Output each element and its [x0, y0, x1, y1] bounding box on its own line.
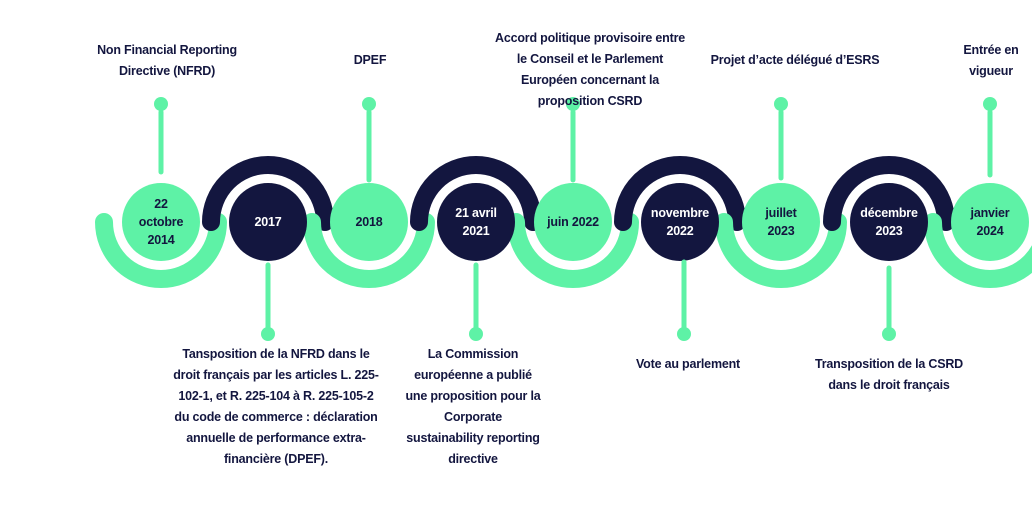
bottom-connector-dot-2: [677, 327, 691, 341]
top-label-esrs: Projet d’acte délégué d’ESRS: [710, 53, 880, 67]
bottom-label-vote: Vote au parlement: [635, 357, 741, 371]
timeline-node-2: [330, 183, 408, 261]
timeline-node-3: [437, 183, 515, 261]
top-label-nfrd: Non Financial Reporting Directive (NFRD): [97, 43, 237, 78]
top-connector-dot-0: [154, 97, 168, 111]
top-connector-dot-2: [566, 97, 580, 111]
top-label-accord: Accord politique provisoire entre le Con…: [495, 31, 685, 108]
bottom-connector-dot-1: [469, 327, 483, 341]
timeline-arc-0: [95, 213, 227, 288]
node-2018-label: 2018: [355, 215, 383, 229]
node-2017-label: 2017: [254, 215, 282, 229]
timeline-node-0: [122, 183, 200, 261]
timeline-node-4: [534, 183, 612, 261]
timeline-node-8: [951, 183, 1029, 261]
bottom-connector-dot-3: [882, 327, 896, 341]
top-connector-dot-4: [983, 97, 997, 111]
top-connector-dot-3: [774, 97, 788, 111]
bottom-label-nfrd-transposition: Tansposition de la NFRD dans le droit fr…: [173, 347, 379, 466]
timeline-node-5: [641, 183, 719, 261]
timeline-arc-6: [715, 213, 847, 288]
timeline-node-6: [742, 183, 820, 261]
bottom-connector-dot-0: [261, 327, 275, 341]
top-label-dpef: DPEF: [353, 53, 387, 67]
timeline-arc-3: [410, 156, 542, 231]
bottom-label-commission: La Commission européenne a publié une pr…: [405, 347, 541, 466]
timeline-arc-2: [303, 213, 435, 288]
node-juin-2022-label: juin 2022: [547, 215, 599, 229]
top-connector-dot-1: [362, 97, 376, 111]
timeline-arc-5: [614, 156, 746, 231]
timeline-arc-4: [507, 213, 639, 288]
timeline-node-1: [229, 183, 307, 261]
bottom-label-csrd-transposition: Transposition de la CSRD dans le droit f…: [814, 357, 963, 392]
timeline-arc-8: [924, 213, 1032, 288]
timeline-node-7: [850, 183, 928, 261]
timeline-arc-7: [823, 156, 955, 231]
top-label-vigueur: Entrée en vigueur: [963, 43, 1019, 78]
timeline-arc-1: [202, 156, 334, 231]
